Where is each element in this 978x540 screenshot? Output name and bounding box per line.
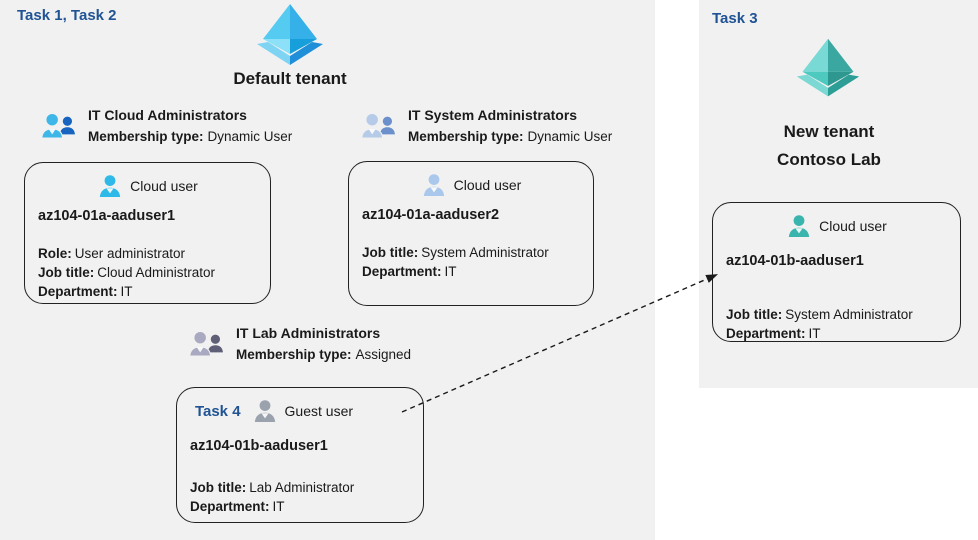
guest-user-card-az104-01b-aaduser1: Task 4 Guest user az104-01b-aaduser1 Job…	[176, 387, 424, 523]
field-role: Role:User administrator	[38, 246, 186, 261]
group-it-lab-administrators: IT Lab Administrators Membership type:As…	[186, 323, 411, 365]
cloud-user-icon	[423, 174, 444, 196]
user-name: az104-01a-aaduser1	[38, 208, 176, 224]
user-group-icon	[361, 112, 395, 139]
group-membership: Membership type:Dynamic User	[408, 129, 613, 144]
field-job-title: Job title:Cloud Administrator	[38, 265, 216, 280]
new-tenant-title-line2: Contoso Lab	[777, 150, 881, 169]
user-name: az104-01b-aaduser1	[190, 438, 328, 454]
user-details: Job title:System Administrator Departmen…	[362, 243, 580, 281]
group-membership: Membership type:Assigned	[236, 347, 412, 362]
group-membership: Membership type:Dynamic User	[88, 129, 293, 144]
user-group-icon	[189, 330, 223, 357]
field-department: Department:IT	[362, 264, 457, 279]
field-department: Department:IT	[190, 499, 285, 514]
default-tenant-panel: Task 1, Task 2 Default tenant IT Cloud A…	[0, 0, 655, 540]
azure-tenant-icon	[257, 4, 323, 65]
card-header: Task 4 Guest user	[164, 398, 384, 424]
user-card-az104-01b-aaduser1-new-tenant: Cloud user az104-01b-aaduser1 Job title:…	[712, 202, 961, 342]
user-details: Job title:System Administrator Departmen…	[726, 305, 947, 343]
card-header: Cloud user	[362, 172, 580, 198]
group-title: IT Cloud Administrators	[88, 107, 247, 123]
user-name: az104-01b-aaduser1	[726, 253, 864, 269]
user-type-label: Guest user	[284, 403, 354, 419]
guest-user-icon	[254, 400, 275, 422]
group-title: IT Lab Administrators	[236, 325, 381, 341]
card-header: Cloud user	[38, 173, 257, 199]
group-it-system-administrators: IT System Administrators Membership type…	[358, 105, 612, 147]
user-card-az104-01a-aaduser2: Cloud user az104-01a-aaduser2 Job title:…	[348, 161, 594, 306]
new-tenant-title-line1: New tenant	[783, 122, 875, 141]
field-job-title: Job title:System Administrator	[362, 245, 549, 260]
user-details: Job title:Lab Administrator Department:I…	[190, 478, 410, 516]
field-department: Department:IT	[38, 284, 133, 299]
user-group-icon	[41, 112, 75, 139]
azure-tenant-icon	[796, 38, 860, 97]
user-name: az104-01a-aaduser2	[362, 207, 500, 223]
field-job-title: Job title:Lab Administrator	[190, 480, 355, 495]
field-department: Department:IT	[726, 326, 821, 341]
user-type-label: Cloud user	[819, 218, 887, 234]
user-type-label: Cloud user	[130, 178, 198, 194]
cloud-user-icon	[99, 175, 121, 197]
user-details: Role:User administrator Job title:Cloud …	[38, 244, 257, 301]
user-type-label: Cloud user	[453, 177, 522, 193]
task-3-label: Task 3	[712, 10, 758, 27]
user-card-az104-01a-aaduser1: Cloud user az104-01a-aaduser1 Role:User …	[24, 162, 271, 304]
task-1-2-label: Task 1, Task 2	[17, 7, 117, 24]
group-it-cloud-administrators: IT Cloud Administrators Membership type:…	[38, 105, 292, 147]
task-4-label: Task 4	[194, 402, 241, 420]
field-job-title: Job title:System Administrator	[726, 307, 913, 322]
card-header: Cloud user	[726, 213, 947, 239]
group-title: IT System Administrators	[408, 107, 578, 123]
cloud-user-icon	[788, 215, 810, 237]
default-tenant-title: Default tenant	[233, 69, 347, 88]
